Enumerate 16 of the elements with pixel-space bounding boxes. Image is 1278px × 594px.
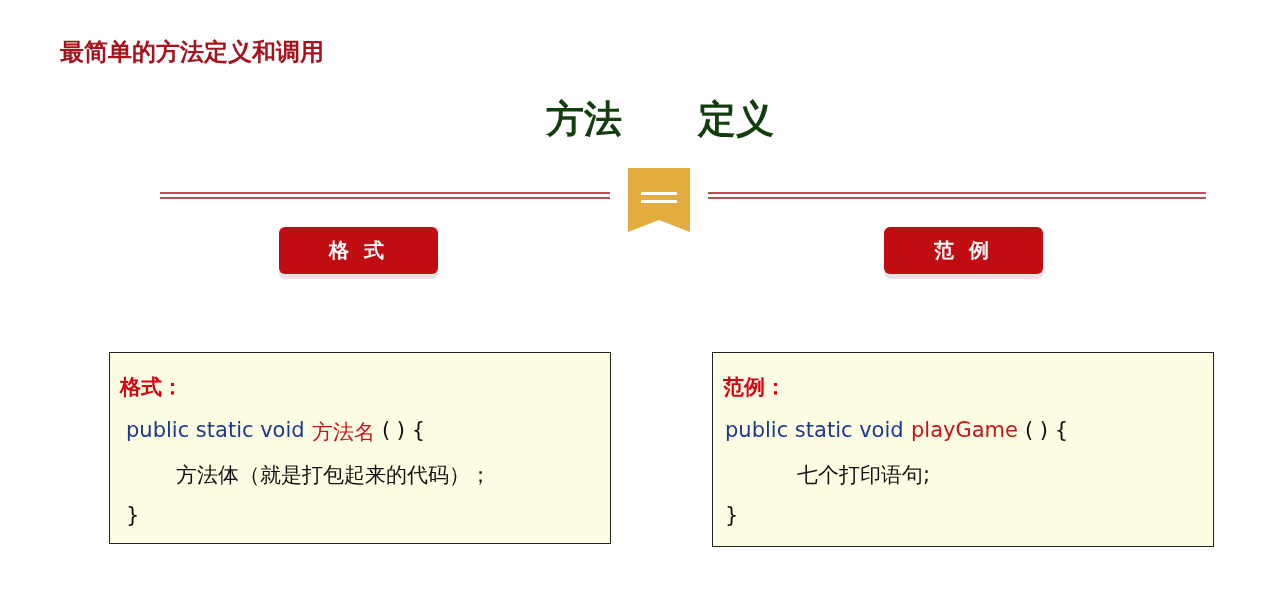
code-text: } [725,503,739,527]
code-box [109,352,611,544]
code-text: 方法体（就是打包起来的代码）； [176,462,491,489]
code-heading: 范例： [723,374,786,401]
section-heading: 方法 定义 [544,96,775,143]
code-box [712,352,1214,547]
slide-title: 最简单的方法定义和调用 [60,37,324,68]
code-heading: 格式： [120,374,183,401]
method-name: 方法名 [312,419,375,446]
code-text: } [126,503,140,527]
code-text: public static void [725,418,904,442]
method-name: playGame [911,418,1018,442]
code-text: public static void [126,418,305,442]
code-text: ( ) { [1025,418,1069,442]
code-text: ( ) { [382,418,426,442]
code-text: 七个打印语句; [797,462,931,489]
